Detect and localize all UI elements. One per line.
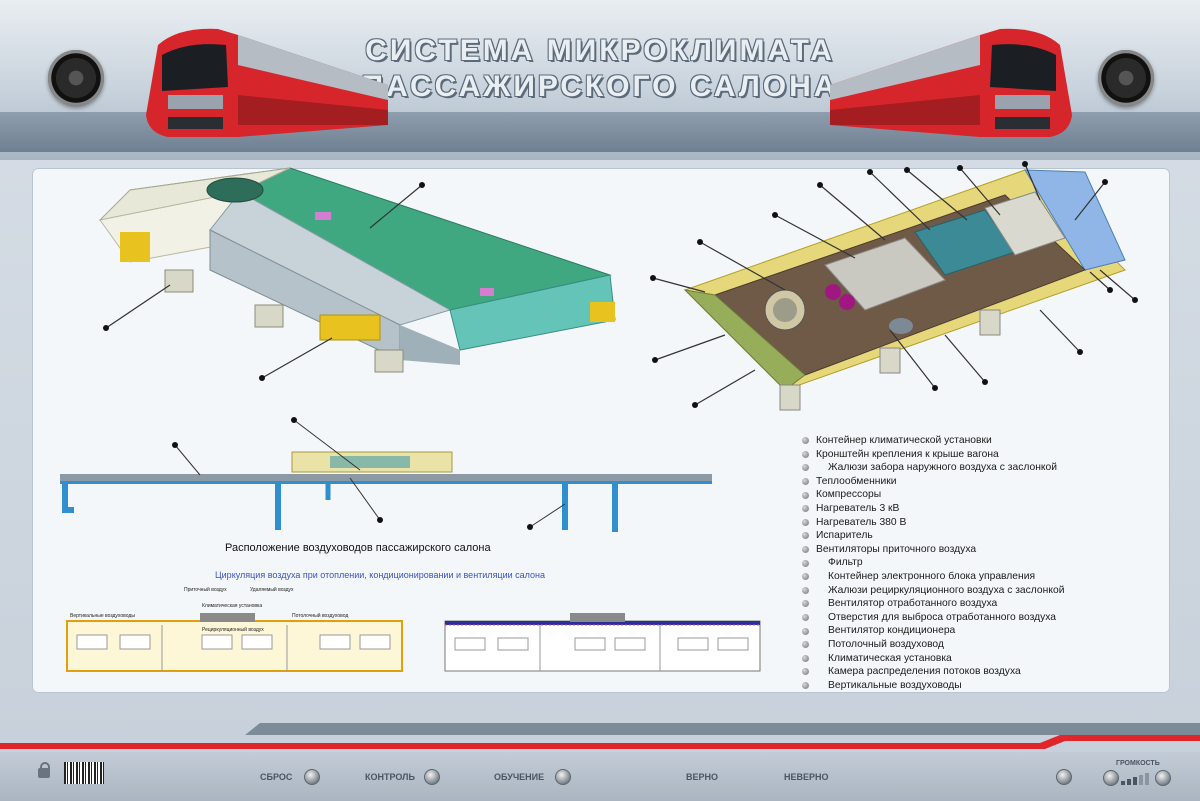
control-bar bbox=[0, 752, 1200, 801]
legend-item-label: Вентилятор отработанного воздуха bbox=[828, 598, 998, 610]
legend-item: Камера распределения потоков воздуха bbox=[802, 665, 1102, 679]
legend-item: Вентиляторы приточного воздуха bbox=[802, 543, 1102, 557]
control-label: КОНТРОЛЬ bbox=[365, 772, 415, 782]
legend-item-label: Нагреватель 3 кВ bbox=[816, 502, 900, 514]
decorative-stripes bbox=[0, 723, 1200, 749]
legend-item: Фильтр bbox=[802, 556, 1102, 570]
legend-item-label: Фильтр bbox=[828, 557, 863, 569]
barcode-image bbox=[64, 762, 104, 784]
volume-up-button[interactable] bbox=[1155, 770, 1171, 786]
legend-bullet-icon[interactable] bbox=[802, 437, 809, 445]
train-right-image bbox=[830, 28, 1072, 137]
legend-bullet-icon[interactable] bbox=[802, 573, 809, 581]
legend-item-label: Вертикальные воздуховоды bbox=[828, 679, 962, 691]
power-button[interactable] bbox=[1056, 769, 1072, 785]
legend-item-label: Камера распределения потоков воздуха bbox=[828, 666, 1021, 678]
legend-item-label: Контейнер климатической установки bbox=[816, 435, 992, 446]
legend-item: Жалюзи рециркуляционного воздуха с засло… bbox=[802, 584, 1102, 598]
legend-item: Кронштейн крепления к крыше вагона bbox=[802, 448, 1102, 462]
control-button[interactable] bbox=[424, 769, 440, 785]
supply-air-label: Приточный воздух bbox=[184, 586, 227, 593]
legend-bullet-icon[interactable] bbox=[802, 532, 809, 540]
legend-item: Вертикальные воздуховоды bbox=[802, 679, 1102, 693]
legend-bullet-icon[interactable] bbox=[802, 681, 809, 689]
legend-bullet-icon[interactable] bbox=[802, 627, 809, 635]
legend-item-label: Вентилятор кондиционера bbox=[828, 625, 956, 637]
volume-level-icon bbox=[1121, 773, 1149, 785]
legend-bullet-icon[interactable] bbox=[802, 450, 809, 458]
speaker-right-icon bbox=[1098, 50, 1154, 106]
climate-unit-label: Климатическая установка bbox=[202, 603, 262, 609]
train-left-image bbox=[146, 28, 388, 137]
duct-layout-diagram bbox=[60, 417, 712, 532]
volume-label: ГРОМКОСТЬ bbox=[1116, 760, 1160, 767]
legend-bullet-icon[interactable] bbox=[802, 641, 809, 649]
training-button[interactable] bbox=[555, 769, 571, 785]
training-label: ОБУЧЕНИЕ bbox=[494, 772, 545, 782]
legend-bullet-icon[interactable] bbox=[802, 600, 809, 608]
legend-bullet-icon[interactable] bbox=[802, 464, 809, 472]
recirc-air-label: Рециркуляционный воздух bbox=[202, 626, 264, 633]
exhaust-air-label: Удаляемый воздух bbox=[250, 586, 294, 593]
legend-item-label: Климатическая установка bbox=[828, 652, 952, 664]
legend-item-label: Жалюзи забора наружного воздуха с заслон… bbox=[828, 462, 1057, 474]
volume-down-button[interactable] bbox=[1103, 770, 1119, 786]
legend-bullet-icon[interactable] bbox=[802, 478, 809, 486]
legend-item-label: Нагреватель 380 В bbox=[816, 516, 907, 528]
reset-button[interactable] bbox=[304, 769, 320, 785]
legend-item-label: Отверстия для выброса отработанного возд… bbox=[828, 611, 1056, 623]
legend-item: Испаритель bbox=[802, 529, 1102, 543]
legend-item-label: Вентиляторы приточного воздуха bbox=[816, 543, 977, 555]
legend-item: Отверстия для выброса отработанного возд… bbox=[802, 611, 1102, 625]
climate-unit-interior-illustration bbox=[650, 161, 1138, 411]
reset-label: СБРОС bbox=[260, 772, 293, 782]
legend-bullet-icon[interactable] bbox=[802, 491, 809, 499]
legend-item: Контейнер климатической установки bbox=[802, 434, 1102, 448]
circulation-heating-diagram: Вертикальные воздуховоды Климатическая у… bbox=[66, 586, 403, 672]
vertical-ducts-label: Вертикальные воздуховоды bbox=[70, 613, 135, 619]
legend-item: Компрессоры bbox=[802, 488, 1102, 502]
legend-item: Климатическая установка bbox=[802, 652, 1102, 666]
legend-item: Теплообменники bbox=[802, 475, 1102, 489]
legend-bullet-icon[interactable] bbox=[802, 505, 809, 513]
correct-indicator: ВЕРНО bbox=[686, 772, 719, 782]
legend-bullet-icon[interactable] bbox=[802, 559, 809, 567]
legend-item: Вентилятор кондиционера bbox=[802, 624, 1102, 638]
legend-item-label: Потолочный воздуховод bbox=[828, 638, 944, 650]
legend-item-label: Жалюзи рециркуляционного воздуха с засло… bbox=[828, 584, 1065, 596]
lock-icon[interactable] bbox=[38, 762, 50, 778]
legend-bullet-icon[interactable] bbox=[802, 518, 809, 526]
legend-bullet-icon[interactable] bbox=[802, 614, 809, 622]
legend-item: Вентилятор отработанного воздуха bbox=[802, 597, 1102, 611]
legend-item-label: Компрессоры bbox=[816, 489, 882, 501]
legend-item: Контейнер электронного блока управления bbox=[802, 570, 1102, 584]
page-title-line-2: ПАССАЖИРСКОГО САЛОНА bbox=[361, 70, 839, 103]
page-title-line-1: СИСТЕМА МИКРОКЛИМАТА bbox=[365, 34, 835, 67]
circulation-cooling-diagram bbox=[444, 613, 761, 672]
legend-item-label: Кронштейн крепления к крыше вагона bbox=[816, 448, 999, 460]
legend-item: Нагреватель 3 кВ bbox=[802, 502, 1102, 516]
legend-bullet-icon[interactable] bbox=[802, 668, 809, 676]
circulation-caption: Циркуляция воздуха при отоплении, кондиц… bbox=[215, 570, 545, 580]
legend-item: Потолочный воздуховод bbox=[802, 638, 1102, 652]
legend-bullet-icon[interactable] bbox=[802, 586, 809, 594]
incorrect-indicator: НЕВЕРНО bbox=[784, 772, 829, 782]
ceiling-duct-label: Потолочный воздуховод bbox=[292, 612, 348, 619]
climate-unit-exterior-illustration bbox=[98, 167, 616, 381]
legend-item-label: Испаритель bbox=[816, 530, 873, 542]
legend-bullet-icon[interactable] bbox=[802, 654, 809, 662]
legend-item-label: Контейнер электронного блока управления bbox=[828, 570, 1036, 582]
legend-item-label: Теплообменники bbox=[816, 475, 897, 487]
ducts-caption: Расположение воздуховодов пассажирского … bbox=[225, 542, 491, 554]
legend-item: Нагреватель 380 В bbox=[802, 516, 1102, 530]
legend-item: Жалюзи забора наружного воздуха с заслон… bbox=[802, 461, 1102, 475]
legend-bullet-icon[interactable] bbox=[802, 546, 809, 554]
speaker-left-icon bbox=[48, 50, 104, 106]
